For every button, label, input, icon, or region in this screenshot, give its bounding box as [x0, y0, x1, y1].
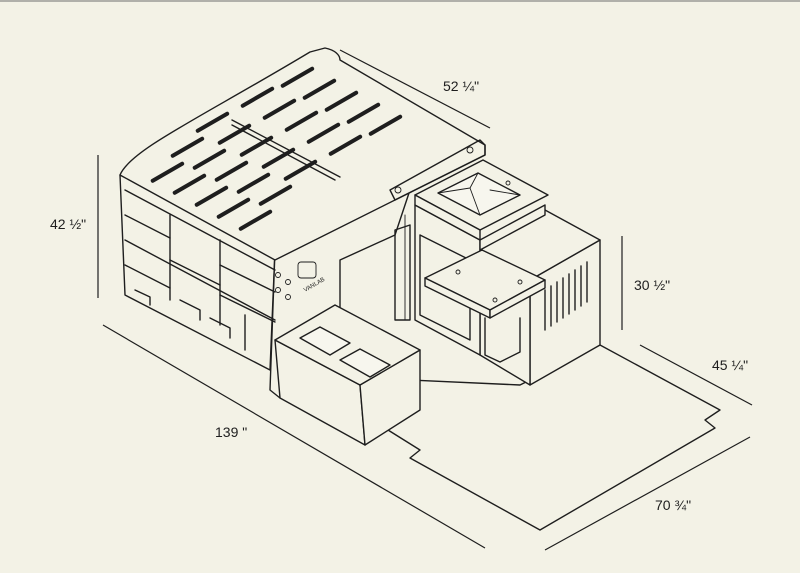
dim-line-total-length: [102, 324, 486, 549]
sink-cabinet-door: [419, 234, 471, 341]
bed-frame: [119, 47, 486, 399]
dim-label-galley-height: 30 ½": [634, 277, 670, 293]
support-rail: [389, 139, 486, 201]
fold-table: [424, 249, 546, 363]
dim-label-floor-length: 70 ¾": [655, 497, 691, 513]
dimension-lines: [97, 49, 753, 551]
dim-line-floor-width: [639, 344, 753, 406]
vent-slots: [544, 261, 588, 331]
under-bed-shelving: [124, 189, 276, 351]
dim-label-floor-width: 45 ¼": [712, 357, 748, 373]
dim-line-bed-width: [339, 49, 491, 129]
bed-slats: [150, 66, 403, 231]
bench-lid-right: [339, 348, 391, 378]
dim-label-bed-height: 42 ½": [50, 216, 86, 232]
dim-label-bed-width: 52 ¼": [443, 78, 479, 94]
faucet-hole: [505, 180, 511, 186]
dim-label-total-length: 139 ": [215, 424, 247, 440]
dim-line-floor-length: [544, 436, 751, 551]
bench-lid-left: [299, 326, 351, 356]
storage-bench: [274, 304, 421, 446]
